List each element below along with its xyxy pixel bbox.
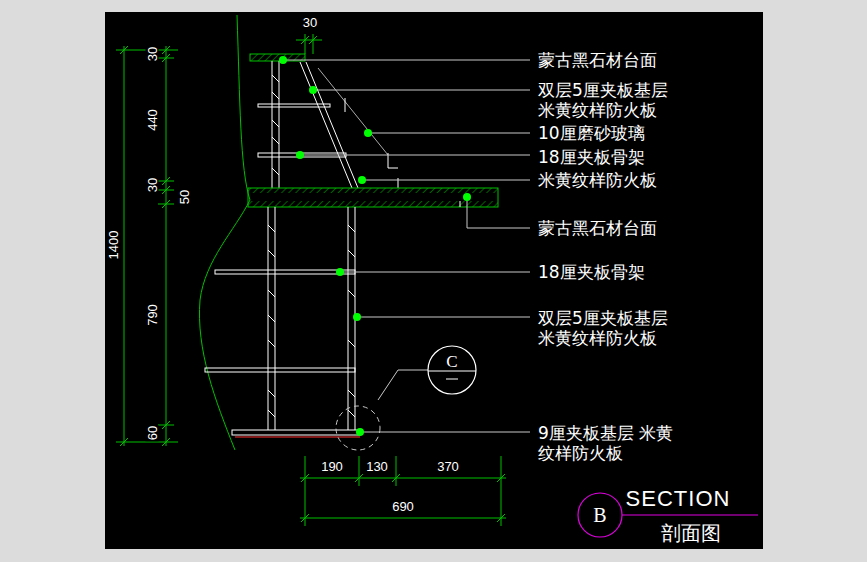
dimension-value: 30 bbox=[302, 16, 318, 29]
dimension-value: 50 bbox=[178, 189, 191, 205]
dimension-value: 60 bbox=[146, 425, 159, 441]
dimension-value: 30 bbox=[146, 46, 159, 62]
callout-text: 米黄纹样防火板 bbox=[537, 170, 679, 190]
dimension-value: 440 bbox=[146, 108, 159, 132]
callout-text: 蒙古黑石材台面 bbox=[537, 50, 679, 70]
callout-text: 蒙古黑石材台面 bbox=[537, 218, 679, 238]
symbol-letter: C bbox=[446, 353, 457, 370]
dimension-value: 690 bbox=[391, 500, 415, 513]
callout-text: 双层5厘夹板基层 米黄纹样防火板 bbox=[537, 80, 679, 120]
callout-text: 18厘夹板骨架 bbox=[537, 262, 679, 282]
dimension-value: 370 bbox=[436, 460, 460, 473]
symbol-letter: B bbox=[593, 505, 606, 525]
callout-text: 10厘磨砂玻璃 bbox=[537, 123, 679, 143]
section-title: SECTION bbox=[625, 488, 732, 510]
section-symbol: B bbox=[577, 492, 623, 538]
callout-text: 18厘夹板骨架 bbox=[537, 147, 679, 167]
callout-text: 双层5厘夹板基层 米黄纹样防火板 bbox=[537, 308, 679, 348]
dimension-value: 30 bbox=[146, 177, 159, 193]
section-title: 剖面图 bbox=[660, 523, 722, 543]
section-symbol: C bbox=[427, 345, 477, 395]
dimension-value: 190 bbox=[320, 460, 344, 473]
dimension-value: 1400 bbox=[107, 230, 120, 261]
dimension-value: 790 bbox=[146, 303, 159, 327]
callout-text: 9厘夹板基层 米黄纹样防火板 bbox=[537, 423, 679, 463]
dimension-value: 130 bbox=[365, 460, 389, 473]
